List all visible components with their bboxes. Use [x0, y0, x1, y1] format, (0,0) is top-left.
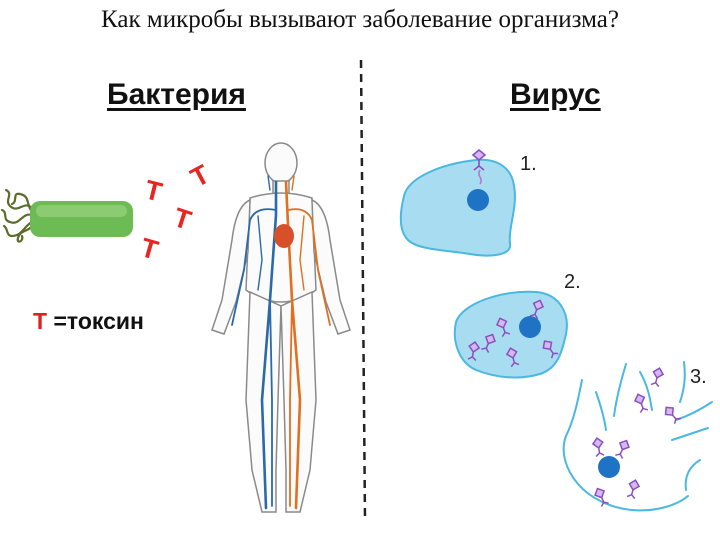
bacteria-heading: Бактерия — [107, 78, 246, 111]
toxin-legend: T =токсин — [33, 308, 144, 335]
virus-cell-1 — [399, 148, 516, 257]
human-body-circulatory — [211, 142, 351, 513]
step-label-1: 1. — [520, 153, 537, 175]
step-label-2: 2. — [564, 271, 581, 293]
virus-cell-3-bursting — [562, 361, 713, 512]
legend-symbol: T — [33, 308, 48, 334]
cell-1-nucleus — [467, 189, 489, 211]
cell-3-nucleus — [598, 456, 620, 478]
bacterium-flagella — [0, 188, 34, 243]
virus-heading: Вирус — [510, 78, 601, 111]
bacterium-highlight — [36, 205, 127, 217]
virus-particle-entering — [471, 148, 487, 185]
slide-title: Как микробы вызывают заболевание организ… — [101, 6, 619, 33]
cell-2-nucleus — [519, 316, 541, 338]
heart — [274, 224, 294, 248]
divider-line — [359, 59, 367, 521]
virus-particles — [467, 299, 681, 507]
bacterium — [0, 188, 133, 243]
legend-text: =токсин — [53, 308, 144, 334]
step-label-3: 3. — [690, 366, 707, 388]
virus-cell-2 — [453, 290, 568, 379]
